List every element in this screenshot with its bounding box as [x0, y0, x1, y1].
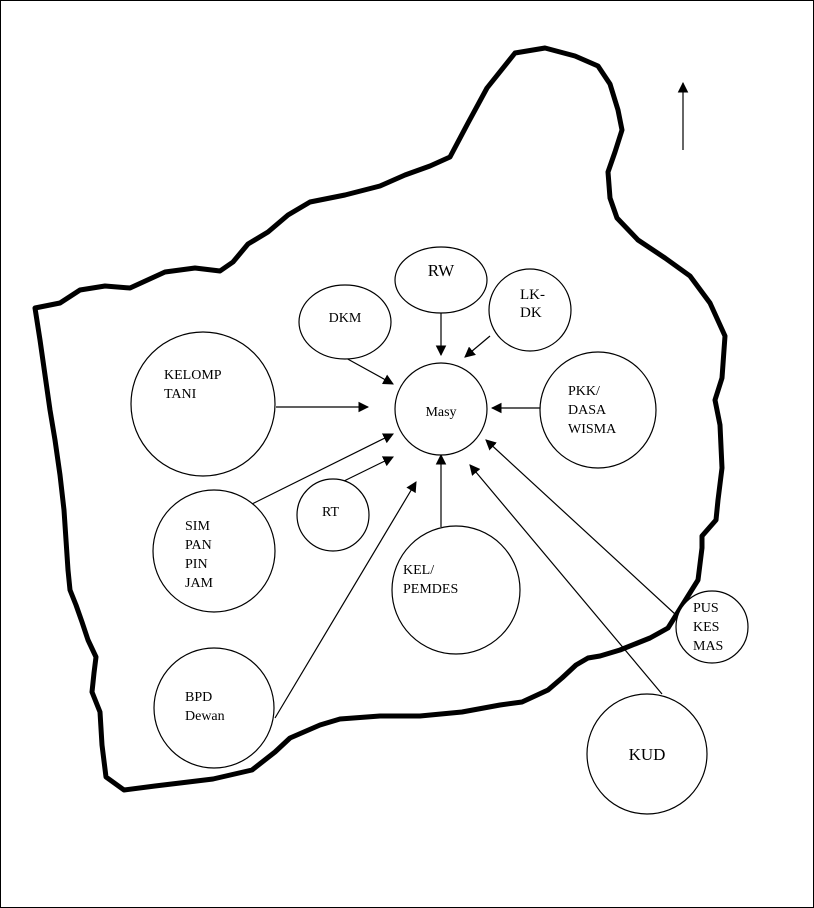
node-puskesmas-label-1: PUS [693, 601, 719, 616]
node-simpan-pinjam: SIM PAN PIN JAM [152, 489, 276, 613]
edge-kud [469, 464, 663, 695]
node-kelompok-tani-label-1: KELOMP [164, 368, 222, 383]
node-puskesmas: PUS KES MAS [675, 590, 749, 664]
svg-text:RT: RT [322, 505, 339, 520]
edge-lkdk [464, 335, 491, 358]
node-kud: KUD [586, 693, 708, 815]
edges [251, 312, 689, 719]
edge-dkm [343, 356, 394, 385]
node-kud-label-1: KUD [629, 745, 666, 764]
svg-text:KEL/PEMDES: KEL/PEMDES [403, 563, 458, 597]
node-rt: RT [296, 478, 370, 552]
node-puskesmas-label-3: MAS [693, 639, 723, 654]
node-center: Masy [394, 362, 488, 456]
node-puskesmas-label-2: KES [693, 620, 719, 635]
node-kelurahan: KEL/PEMDES [391, 525, 521, 655]
svg-text:DKM: DKM [329, 311, 362, 326]
node-pkk-label-1: PKK/ [568, 384, 600, 399]
node-kelompok-tani-label-2: TANI [164, 387, 197, 402]
node-pkk: PKK/DASA WISMA [539, 351, 657, 469]
node-kelurahan-label-2: PEMDES [403, 582, 458, 597]
node-simpan-pinjam-label-3: PIN [185, 557, 208, 572]
edge-rt [343, 456, 394, 482]
node-simpan-pinjam-label-1: SIM [185, 519, 210, 534]
svg-text:Masy: Masy [425, 405, 456, 420]
node-bpd-label-1: BPD [185, 690, 212, 705]
node-bpd: BPD Dewan [153, 647, 275, 769]
node-kelompok-tani: KELOMP TANI [130, 331, 276, 477]
node-simpan-pinjam-label-2: PAN [185, 538, 212, 553]
node-kelurahan-label-1: KEL/ [403, 563, 434, 578]
node-simpan-pinjam-label-4: JAM [185, 576, 214, 591]
svg-text:KUD: KUD [629, 745, 666, 764]
node-rw: RW [394, 246, 488, 314]
node-dkm: DKM [298, 284, 392, 360]
node-rw-label-1: RW [428, 261, 455, 280]
node-dkm-label-1: DKM [329, 311, 362, 326]
node-lkdk-label-2: DK [520, 305, 542, 321]
svg-text:LK-DK: LK- DK [520, 287, 545, 321]
edge-puskesmas [485, 439, 689, 627]
node-pkk-label-2: DASA [568, 403, 607, 418]
edge-simpan-pinjam [251, 433, 394, 505]
svg-text:RW: RW [428, 261, 455, 280]
node-pkk-label-3: WISMA [568, 422, 617, 437]
village-boundary [32, 45, 728, 793]
node-rt-label-1: RT [322, 505, 339, 520]
node-lkdk-label-1: LK- [520, 287, 545, 303]
node-bpd-label-2: Dewan [185, 709, 225, 724]
node-lkdk: LK- DK [488, 268, 572, 352]
edge-bpd [274, 481, 417, 719]
node-center-label: Masy [425, 405, 456, 420]
